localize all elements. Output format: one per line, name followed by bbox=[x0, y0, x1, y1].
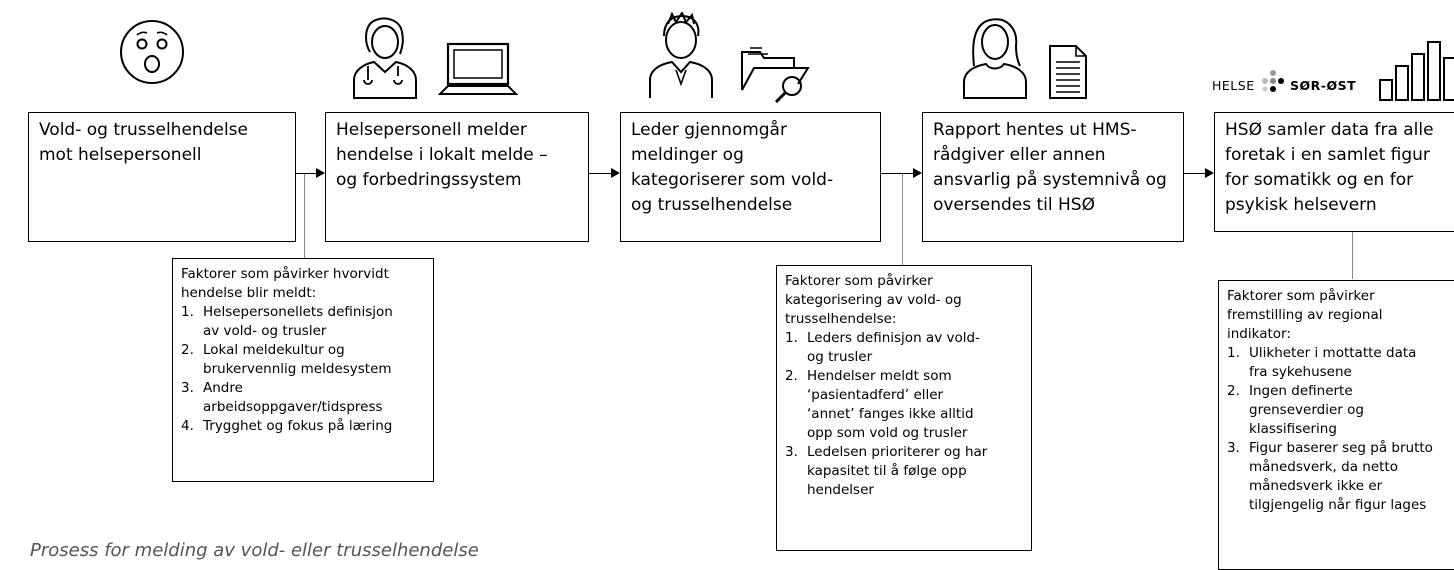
bar-chart-icon bbox=[1379, 41, 1454, 101]
factor-2-title: Faktorer som påvirker kategorisering av … bbox=[785, 273, 962, 327]
factor-box-3: Faktorer som påvirker fremstilling av re… bbox=[1218, 280, 1454, 570]
connector-1-2 bbox=[295, 173, 317, 174]
connector-3-4 bbox=[880, 173, 914, 174]
step-box-5: HSØ samler data fra alle foretak i en sa… bbox=[1214, 112, 1454, 232]
woman-icon bbox=[963, 18, 1027, 99]
arrowhead-4-5 bbox=[1205, 168, 1214, 178]
shocked-face-icon bbox=[120, 20, 184, 84]
factor-box-1: Faktorer som påvirker hvorvidt hendelse … bbox=[172, 258, 434, 482]
factor-2-item: 2.Hendelser meldt som‘pasientadferd’ ell… bbox=[785, 368, 974, 441]
connector-4-5 bbox=[1183, 173, 1206, 174]
factor-link-3 bbox=[1352, 232, 1353, 279]
logo-left-text: HELSE bbox=[1212, 78, 1255, 93]
figure-caption: Prosess for melding av vold- eller truss… bbox=[30, 540, 479, 561]
step-3-line: og trusselhendelse bbox=[631, 195, 793, 215]
laptop-icon bbox=[438, 42, 518, 95]
step-5-line: psykisk helsevern bbox=[1225, 195, 1377, 215]
factor-1-item: 4.Trygghet og fokus på læring bbox=[181, 418, 393, 434]
step-1-line: Vold- og trusselhendelse bbox=[39, 120, 248, 140]
factor-3-title: Faktorer som påvirker fremstilling av re… bbox=[1227, 288, 1383, 342]
logo-right-text: SØR-ØST bbox=[1290, 78, 1357, 93]
step-2-line: Helsepersonell melder bbox=[336, 120, 527, 140]
doctor-icon bbox=[353, 17, 417, 99]
document-icon bbox=[1049, 45, 1087, 99]
step-box-4: Rapport hentes ut HMS- rådgiver eller an… bbox=[922, 112, 1184, 242]
connector-2-3 bbox=[588, 173, 612, 174]
factor-2-list: 1.Leders definisjon av vold-og trusler 2… bbox=[785, 329, 1023, 500]
step-4-line: ansvarlig på systemnivå og bbox=[933, 170, 1167, 190]
factor-link-2 bbox=[902, 174, 903, 265]
step-4-line: rådgiver eller annen bbox=[933, 145, 1106, 165]
step-5-line: for somatikk og en for bbox=[1225, 170, 1414, 190]
step-box-1: Vold- og trusselhendelse mot helseperson… bbox=[28, 112, 296, 242]
person-icon bbox=[649, 12, 713, 98]
step-4-line: Rapport hentes ut HMS- bbox=[933, 120, 1137, 140]
step-box-3: Leder gjennomgår meldinger og kategorise… bbox=[620, 112, 881, 242]
factor-2-item: 1.Leders definisjon av vold-og trusler bbox=[785, 330, 980, 365]
step-3-line: kategoriserer som vold- bbox=[631, 170, 834, 190]
step-2-line: hendelse i lokalt melde – bbox=[336, 145, 548, 165]
step-1-line: mot helsepersonell bbox=[39, 145, 202, 165]
factor-1-title: Faktorer som påvirker hvorvidt hendelse … bbox=[181, 266, 389, 301]
step-5-line: foretak i en samlet figur bbox=[1225, 145, 1430, 165]
step-3-line: meldinger og bbox=[631, 145, 744, 165]
arrowhead-2-3 bbox=[611, 168, 620, 178]
factor-box-2: Faktorer som påvirker kategorisering av … bbox=[776, 265, 1032, 551]
step-2-line: og forbedringssystem bbox=[336, 170, 522, 190]
folder-search-icon bbox=[741, 47, 810, 104]
arrowhead-3-4 bbox=[913, 168, 922, 178]
step-4-line: oversendes til HSØ bbox=[933, 195, 1095, 215]
arrowhead-1-2 bbox=[316, 168, 325, 178]
logo-dots-icon bbox=[1262, 70, 1284, 92]
factor-link-1 bbox=[304, 174, 305, 258]
step-5-line: HSØ samler data fra alle bbox=[1225, 120, 1434, 140]
step-3-line: Leder gjennomgår bbox=[631, 120, 787, 140]
step-box-2: Helsepersonell melder hendelse i lokalt … bbox=[325, 112, 589, 242]
